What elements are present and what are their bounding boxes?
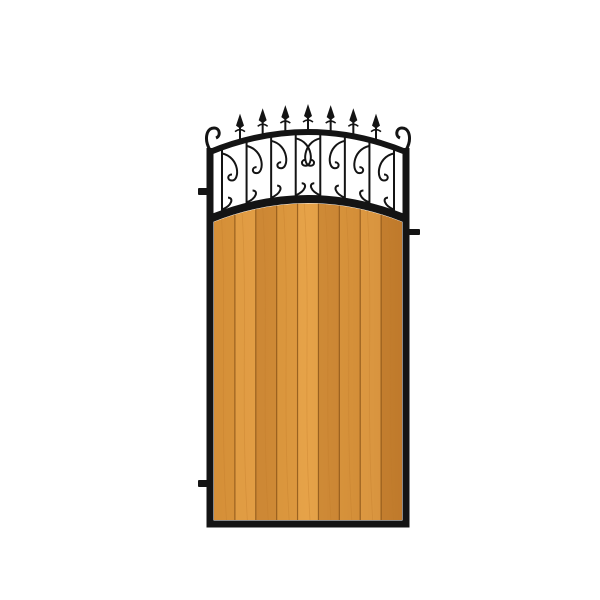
wood-grain [220, 203, 227, 520]
wood-grain [303, 203, 311, 520]
corner-scroll-caps [205, 126, 411, 151]
spear-finial-icon [304, 104, 312, 119]
hardware [198, 188, 420, 487]
spear-finial-icon [372, 113, 380, 129]
finial-collar [325, 120, 337, 124]
spear-finial-icon [258, 108, 267, 124]
spear-finial-icon [349, 108, 358, 124]
iron-curl-icon [270, 184, 282, 199]
mid-arch-rail [210, 195, 406, 222]
wood-plank [234, 203, 256, 520]
iron-scroll-icon [304, 137, 321, 167]
bottom-hinge-icon [198, 480, 211, 487]
iron-scroll-icon [270, 139, 288, 170]
iron-curl-icon [383, 196, 395, 211]
wood-grain [324, 203, 332, 520]
iron-curl-icon [295, 182, 307, 197]
iron-curl-icon [246, 189, 257, 204]
wood-panel [214, 203, 402, 520]
spear-finials [234, 104, 382, 142]
spear-finial-icon [326, 105, 335, 121]
spear-finial-icon [281, 105, 290, 121]
iron-curl-icon [309, 182, 321, 197]
wood-grain [282, 203, 290, 520]
finial-collar [257, 123, 269, 127]
wood-grain [345, 203, 353, 520]
iron-scroll-icon [328, 139, 346, 170]
wood-plank [360, 203, 382, 520]
latch-icon [406, 229, 420, 235]
wood-grain [240, 203, 248, 520]
finial-collar [370, 128, 382, 133]
top-hinge-icon [198, 188, 211, 195]
wood-plank [339, 203, 361, 520]
iron-scroll-icon [353, 144, 370, 175]
wood-plank [276, 203, 298, 520]
iron-scroll-icon [377, 152, 395, 182]
finial-collar [234, 128, 246, 133]
wood-plank [255, 203, 277, 520]
iron-scroll-icon [221, 152, 239, 182]
scroll-ironwork [221, 132, 395, 214]
wood-grain [387, 203, 394, 520]
wood-plank [318, 203, 340, 520]
iron-frame [206, 129, 410, 528]
wood-grain [261, 203, 269, 520]
iron-scroll-icon [295, 137, 312, 167]
iron-curl-icon [334, 184, 346, 199]
iron-curl-icon [359, 189, 370, 204]
right-corner-scroll-icon [395, 126, 411, 151]
wood-plank [381, 203, 402, 520]
top-arch-rail [208, 129, 408, 155]
wood-plank [214, 203, 235, 520]
finial-collar [279, 120, 291, 124]
left-corner-scroll-icon [205, 126, 221, 151]
frame-outline [206, 148, 410, 528]
iron-scroll-icon [246, 144, 263, 175]
finial-collar [302, 119, 314, 123]
spear-finial-icon [236, 113, 244, 129]
wood-plank [297, 203, 319, 520]
iron-curl-icon [221, 196, 233, 211]
finial-collar [347, 123, 359, 127]
wood-grain [366, 203, 374, 520]
